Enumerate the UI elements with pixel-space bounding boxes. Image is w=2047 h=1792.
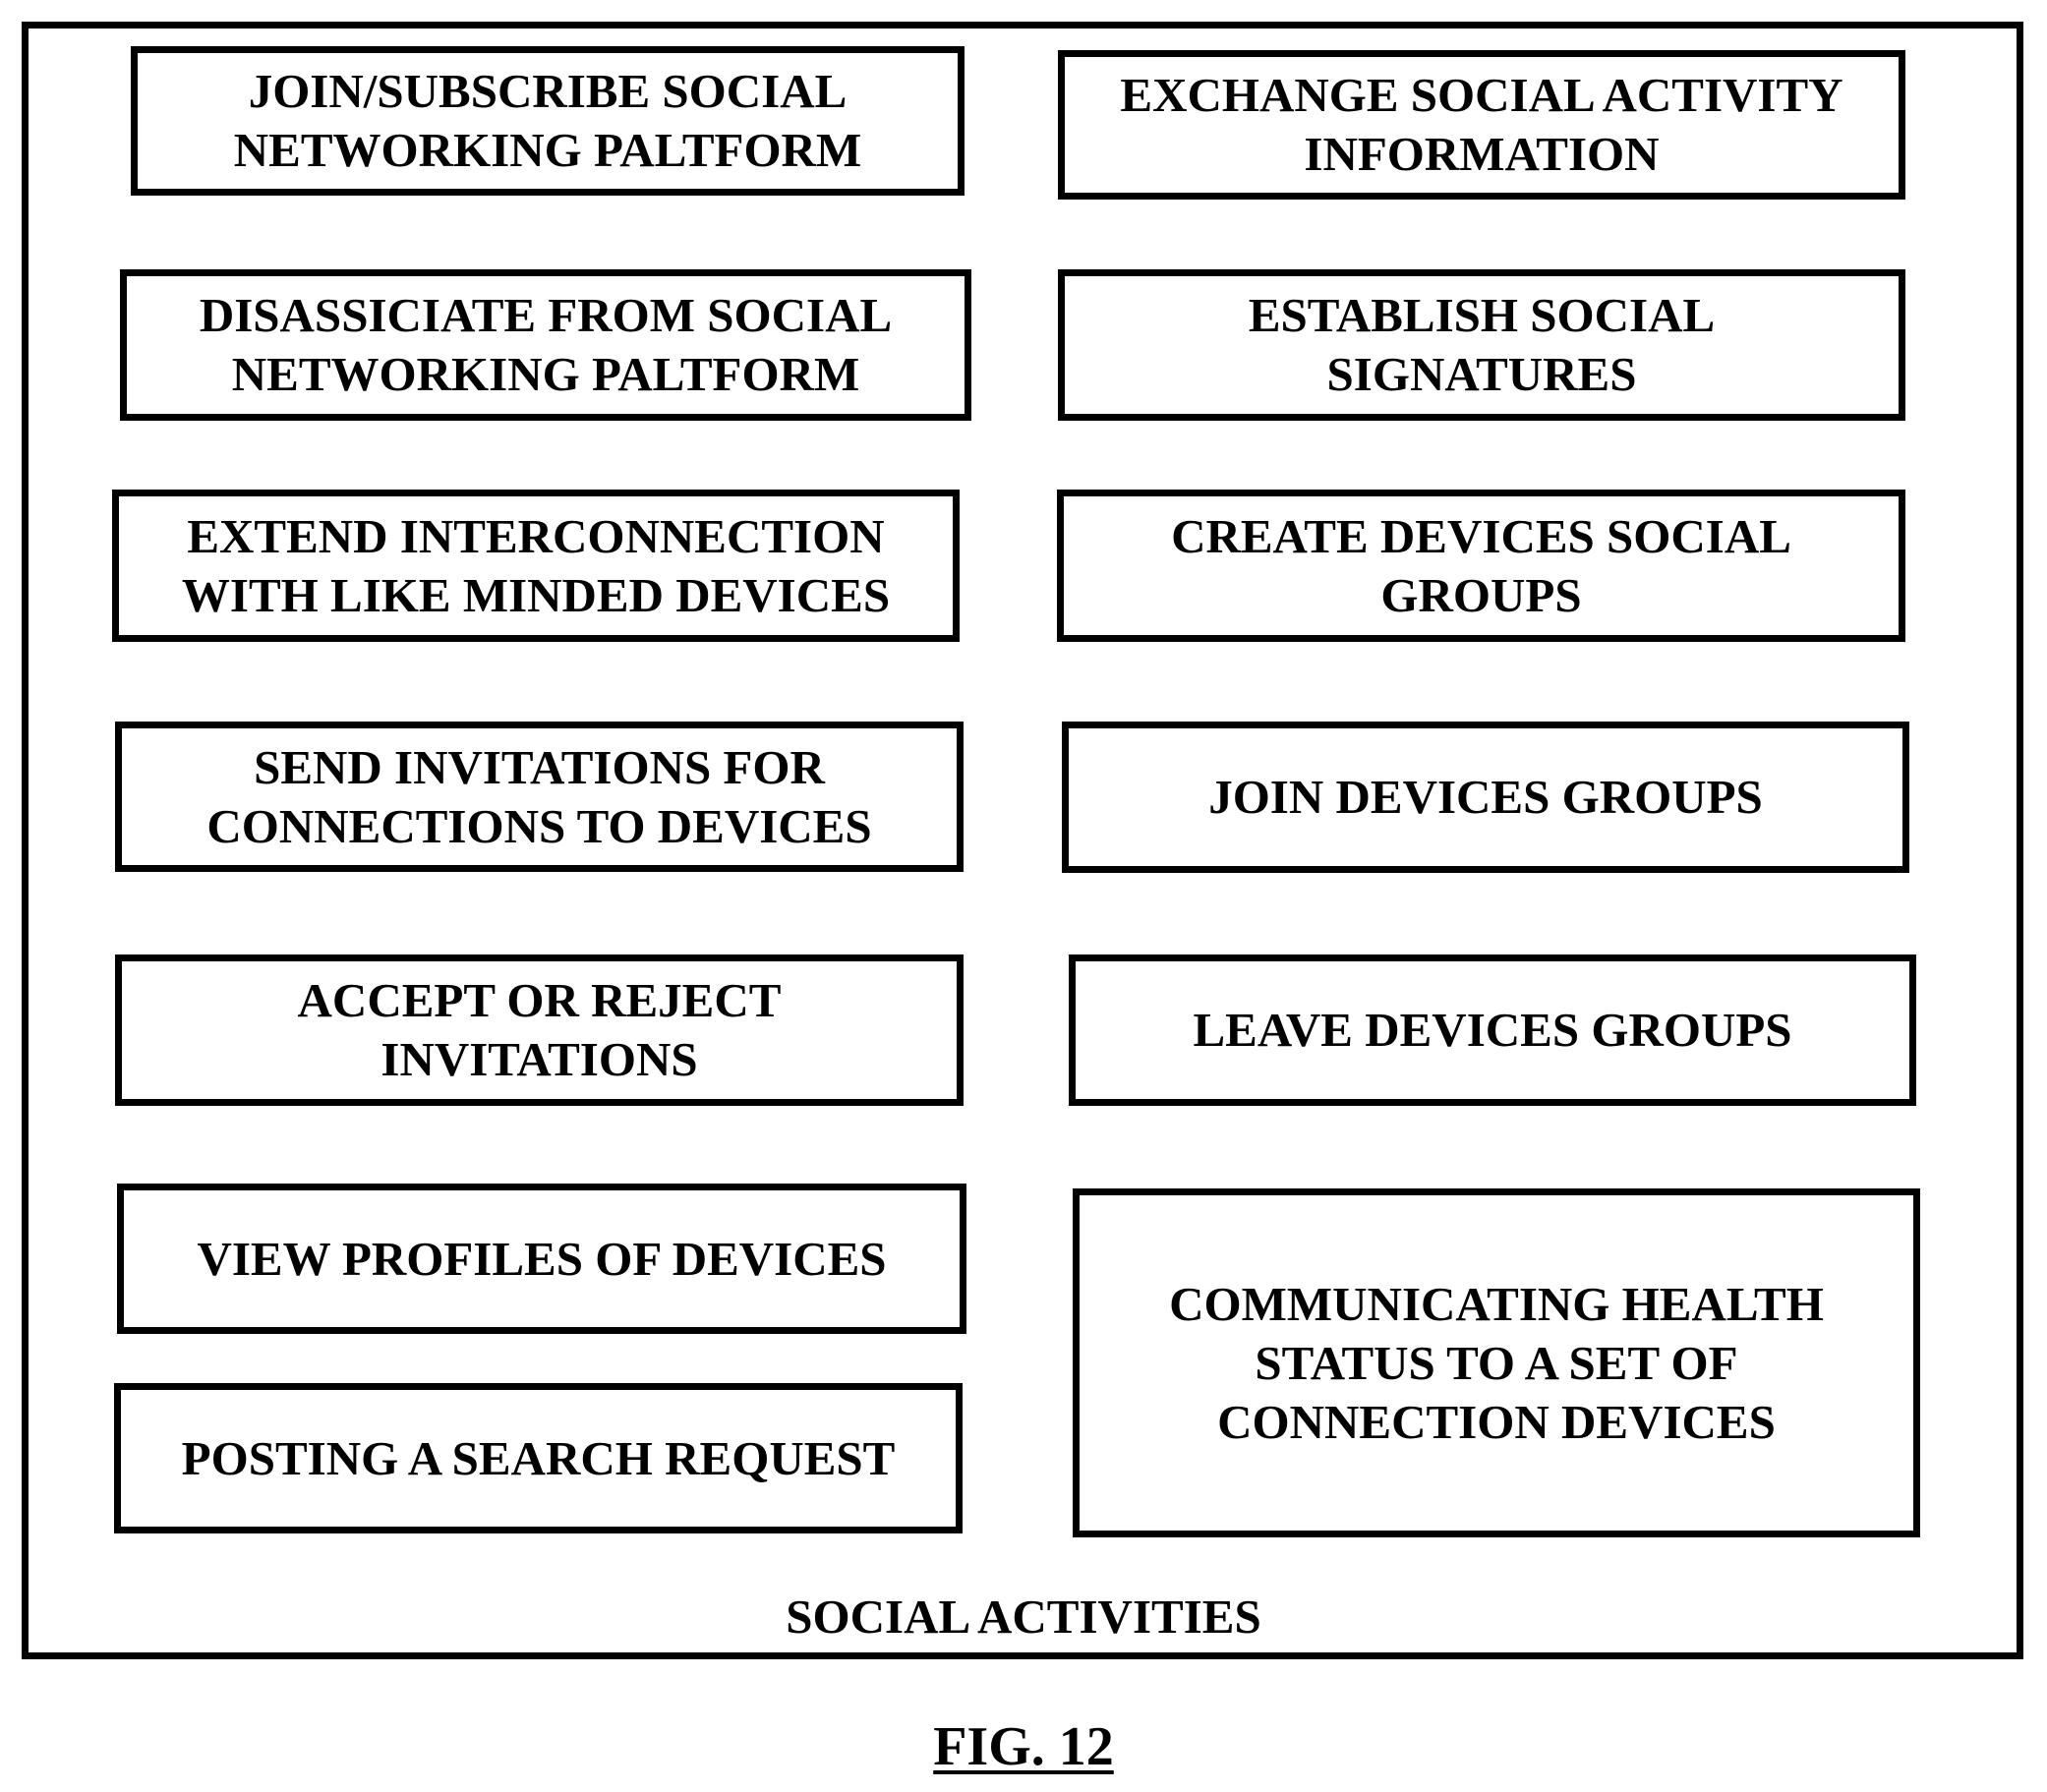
box-label: COMMUNICATING HEALTH STATUS TO A SET OF … <box>1169 1276 1824 1449</box>
box-join-device-groups: JOIN DEVICES GROUPS <box>1062 722 1909 873</box>
box-label: POSTING A SEARCH REQUEST <box>181 1430 896 1485</box>
box-label: LEAVE DEVICES GROUPS <box>1193 1003 1792 1057</box>
box-view-profiles: VIEW PROFILES OF DEVICES <box>117 1184 966 1334</box>
figure-caption: FIG. 12 <box>0 1715 2047 1778</box>
box-label: CREATE DEVICES SOCIAL GROUPS <box>1171 508 1791 622</box>
box-label: JOIN/SUBSCRIBE SOCIAL NETWORKING PALTFOR… <box>233 64 862 177</box>
box-send-invitations: SEND INVITATIONS FOR CONNECTIONS TO DEVI… <box>115 722 964 872</box>
box-exchange-social-activity: EXCHANGE SOCIAL ACTIVITY INFORMATION <box>1058 50 1905 200</box>
box-label: DISASSICIATE FROM SOCIAL NETWORKING PALT… <box>199 288 893 401</box>
box-label: VIEW PROFILES OF DEVICES <box>197 1231 887 1286</box>
frame-label: SOCIAL ACTIVITIES <box>786 1590 1261 1644</box>
box-label: ESTABLISH SOCIAL SIGNATURES <box>1248 288 1716 401</box>
box-label: SEND INVITATIONS FOR CONNECTIONS TO DEVI… <box>206 739 872 853</box>
box-posting-search-request: POSTING A SEARCH REQUEST <box>114 1383 963 1533</box>
box-accept-reject-invitations: ACCEPT OR REJECT INVITATIONS <box>115 954 964 1106</box>
figure-caption-text: FIG. 12 <box>933 1716 1114 1777</box>
box-disassociate-platform: DISASSICIATE FROM SOCIAL NETWORKING PALT… <box>120 269 971 421</box>
box-label: EXTEND INTERCONNECTION WITH LIKE MINDED … <box>181 508 891 622</box>
box-create-device-groups: CREATE DEVICES SOCIAL GROUPS <box>1057 490 1905 642</box>
social-activities-frame <box>22 22 2023 1659</box>
box-label: ACCEPT OR REJECT INVITATIONS <box>297 973 782 1086</box>
box-join-subscribe-platform: JOIN/SUBSCRIBE SOCIAL NETWORKING PALTFOR… <box>131 46 965 196</box>
box-extend-interconnection: EXTEND INTERCONNECTION WITH LIKE MINDED … <box>112 490 960 642</box>
box-label: EXCHANGE SOCIAL ACTIVITY INFORMATION <box>1120 68 1843 181</box>
box-establish-social-signatures: ESTABLISH SOCIAL SIGNATURES <box>1058 269 1905 421</box>
box-leave-device-groups: LEAVE DEVICES GROUPS <box>1069 954 1916 1106</box>
box-label: JOIN DEVICES GROUPS <box>1208 770 1763 824</box>
box-communicating-health-status: COMMUNICATING HEALTH STATUS TO A SET OF … <box>1073 1188 1920 1537</box>
